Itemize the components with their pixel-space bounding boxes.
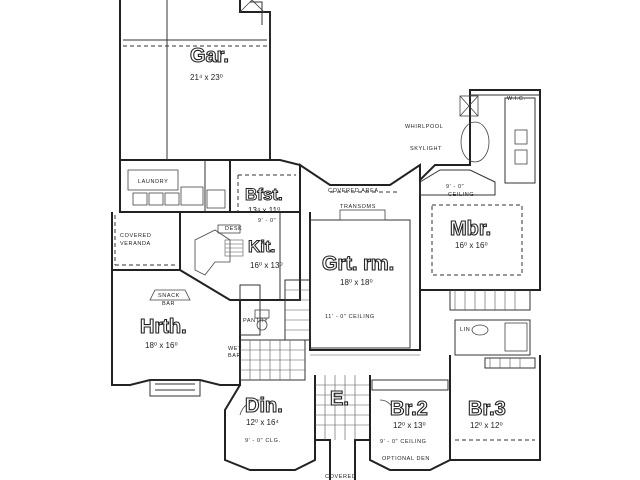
- dining-dims: 12⁰ x 16⁴: [246, 418, 279, 427]
- bedroom3-area: [449, 355, 541, 461]
- bedroom2-ceiling: 9' - 0" CEILING: [380, 439, 427, 445]
- kitchen-area: [179, 212, 301, 301]
- bedroom2-label: Br.2: [390, 398, 428, 420]
- wic-label: W.I.C.: [507, 96, 526, 102]
- whirlpool-label: WHIRLPOOL: [405, 124, 443, 130]
- wet-bar-area: [239, 339, 306, 381]
- hearth-label: Hrth.: [140, 316, 187, 338]
- transoms-label: TRANSOMS: [340, 204, 376, 210]
- hall-bath-area: [449, 289, 531, 356]
- master-label: Mbr.: [450, 218, 491, 240]
- master-ceiling-2: CEILING: [448, 192, 474, 198]
- hearth-dims: 18⁰ x 16⁰: [145, 341, 178, 350]
- covered-area-label: COVERED AREA: [328, 188, 379, 194]
- master-ceiling: 9' - 0": [446, 184, 464, 190]
- garage-dims: 21⁴ x 23⁰: [190, 73, 223, 82]
- great-room-label: Grt. rm.: [322, 253, 394, 275]
- skylight-label: SKYLIGHT: [410, 146, 442, 152]
- breakfast-label: Bfst.: [245, 185, 283, 204]
- breakfast-ceiling: 9' - 0": [258, 218, 276, 224]
- snack-bar-label-1: SNACK: [158, 293, 180, 299]
- dining-ceiling: 9' - 0" CLG.: [245, 438, 281, 444]
- master-dims: 16⁰ x 16⁰: [455, 241, 488, 250]
- dining-label: Din.: [245, 395, 283, 417]
- great-room-dims: 18⁰ x 18⁰: [340, 278, 373, 287]
- veranda-label-2: VERANDA: [120, 241, 151, 247]
- pantry-label: PANTRY: [243, 318, 268, 324]
- bedroom3-label: Br.3: [468, 398, 506, 420]
- breakfast-dims: 13⁴ x 11⁰: [248, 206, 280, 215]
- veranda-label-1: COVERED: [120, 233, 151, 239]
- garage-label: Gar.: [190, 45, 229, 67]
- hearth-area: [111, 270, 241, 397]
- garage-area: [119, 0, 271, 161]
- covered-porch-label: COVERED: [325, 474, 356, 480]
- entry-label: E.: [330, 388, 349, 410]
- master-area: [419, 89, 541, 291]
- wet-bar-label-1: WET: [228, 346, 242, 352]
- dining-area: [224, 384, 316, 471]
- kitchen-dims: 16⁰ x 13⁰: [250, 261, 283, 270]
- desk-label: DESK: [225, 226, 242, 232]
- great-room-ceiling: 11' - 0" CEILING: [325, 314, 375, 320]
- bedroom2-note: OPTIONAL DEN: [382, 456, 430, 462]
- snack-bar-label-2: BAR: [162, 301, 175, 307]
- great-room-area: [299, 163, 421, 356]
- wet-bar-label-2: BAR: [228, 353, 241, 359]
- bedroom2-dims: 12⁰ x 13⁰: [393, 421, 426, 430]
- laundry-area: [119, 160, 230, 213]
- laundry-label: LAUNDRY: [138, 179, 168, 185]
- kitchen-label: Kit.: [248, 237, 275, 256]
- linen-label: LIN: [460, 327, 470, 333]
- bedroom3-dims: 12⁰ x 12⁰: [470, 421, 503, 430]
